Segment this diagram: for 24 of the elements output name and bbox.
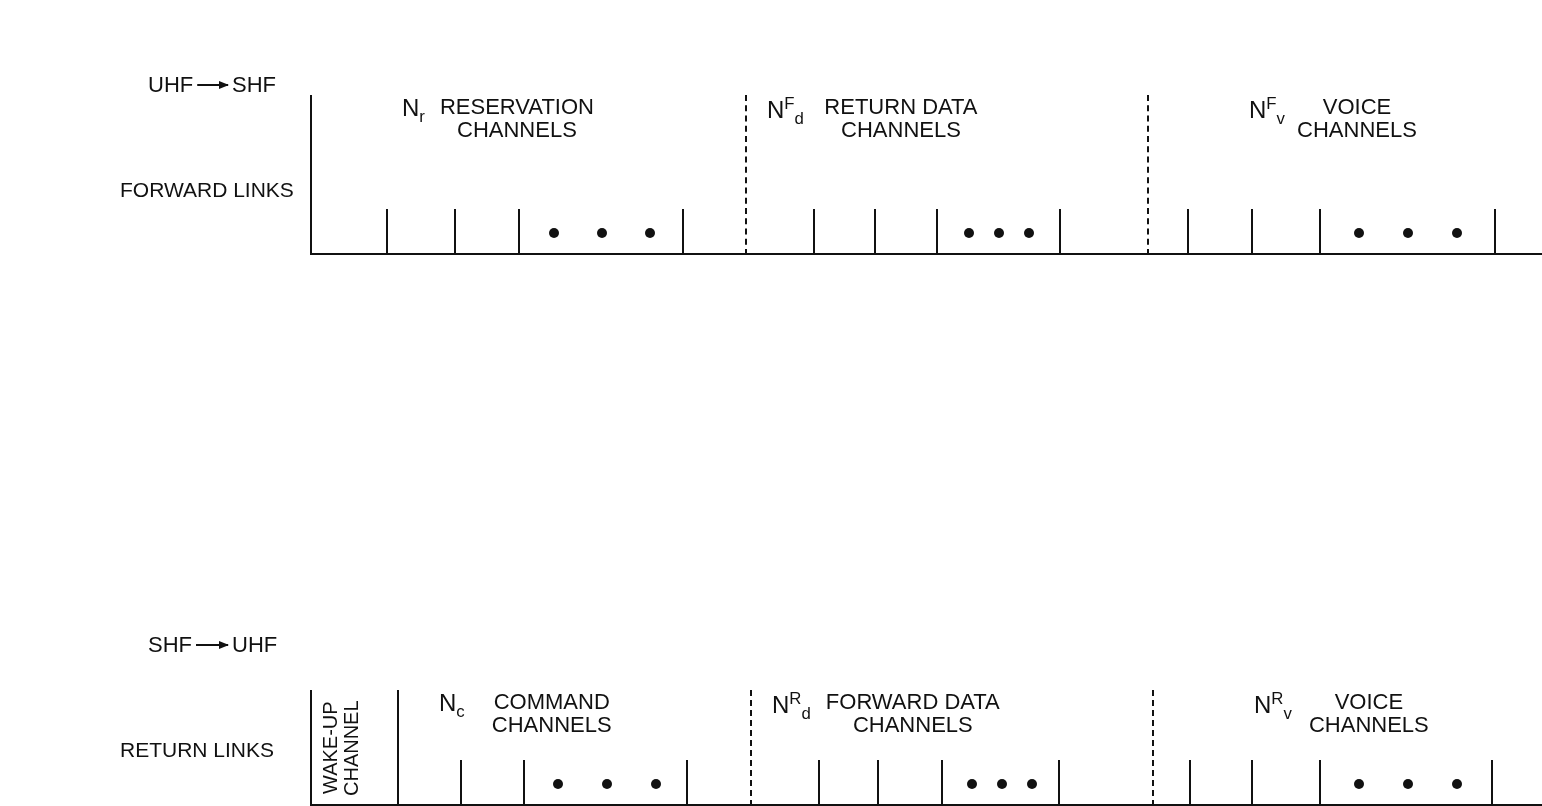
channel-label: COMMAND CHANNELS [490,690,613,737]
band-label: UHF [232,632,278,658]
channel-band [1152,690,1542,806]
channel-band [310,95,745,255]
link-label: RETURN LINKS [120,738,275,762]
channel-band [310,690,397,806]
channel-label: VOICE CHANNELS [1297,95,1417,142]
band-label: SHF [232,72,276,98]
link-label: FORWARD LINKS [120,178,294,202]
arrow [195,641,229,649]
channel-label: VOICE CHANNELS [1307,690,1430,737]
channel-label: FORWARD DATA CHANNELS [824,690,1001,737]
symbol-label: N$_{r}$ [402,95,425,127]
channel-band [397,690,750,806]
channel-label: RETURN DATA CHANNELS [823,95,979,142]
band-label: SHF [148,632,192,658]
channel-band [1147,95,1542,255]
channel-band [745,95,1147,255]
band-label: UHF [148,72,194,98]
channel-label: WAKE-UP CHANNEL [320,699,362,798]
symbol-label: N$_{c}$ [439,690,465,722]
channel-band [750,690,1152,806]
arrow [196,81,229,89]
channel-label: RESERVATION CHANNELS [438,95,595,142]
